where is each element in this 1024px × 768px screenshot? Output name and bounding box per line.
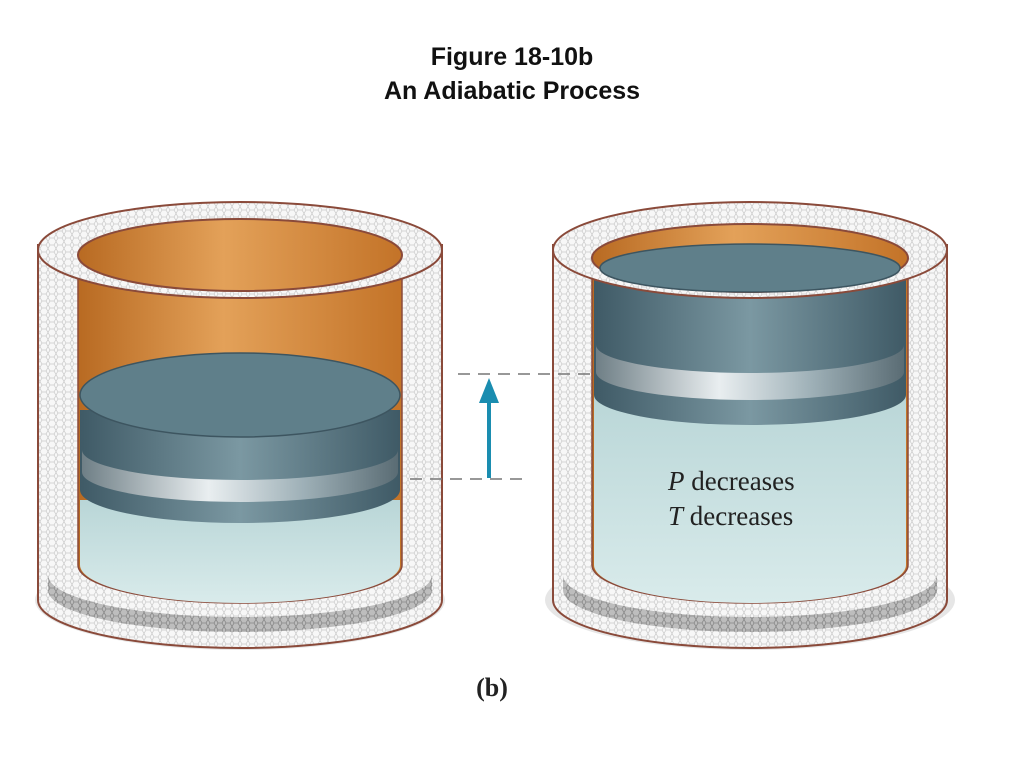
right-piston-body (594, 280, 906, 425)
right-insulation-base (563, 575, 937, 632)
title-line-1: Figure 18-10b (430, 43, 594, 71)
left-cylinder (35, 201, 445, 650)
up-arrow-icon (479, 378, 499, 403)
left-piston-band (82, 450, 398, 502)
right-cylinder (545, 201, 955, 650)
title-line-2: An Adiabatic Process (383, 77, 641, 105)
right-piston-top (599, 243, 901, 293)
left-rim-opening (77, 218, 403, 292)
displacement-indicator (410, 373, 592, 480)
left-insulation-base (48, 575, 432, 632)
panel-label: (b) (476, 673, 508, 702)
right-piston-band (596, 345, 904, 400)
right-gas (594, 390, 906, 603)
left-piston-top (79, 352, 401, 438)
left-gas (80, 500, 400, 603)
slide-title: Figure 18-10b An Adiabatic Process (0, 40, 1024, 108)
temperature-label: T decreases (668, 501, 793, 531)
pressure-label: P decreases (667, 466, 795, 496)
